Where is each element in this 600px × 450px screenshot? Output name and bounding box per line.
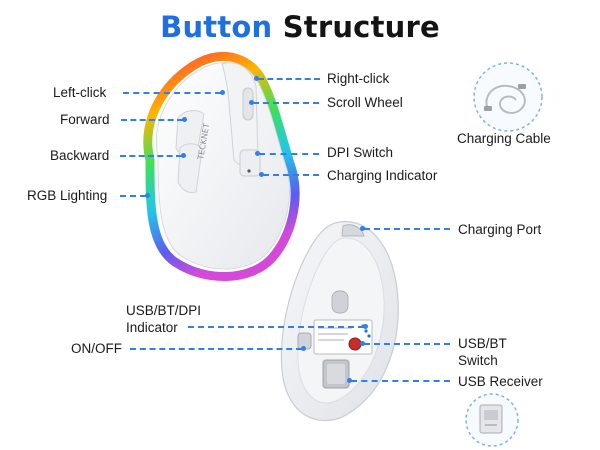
callout-dot-charging-port xyxy=(360,226,365,231)
label-usb-receiver: USB Receiver xyxy=(458,374,543,389)
callout-dot-dpi-switch xyxy=(255,151,260,156)
label-charging-port: Charging Port xyxy=(458,222,542,237)
label-usb-bt-dpi-indicator-line2: Indicator xyxy=(126,320,178,335)
label-rgb-lighting: RGB Lighting xyxy=(27,188,108,203)
callout-line-charging-indicator xyxy=(263,174,319,176)
mouse-side-view: TECKNET xyxy=(143,51,300,281)
label-forward: Forward xyxy=(60,112,110,127)
callout-line-backward xyxy=(120,155,182,157)
page-title: Button Structure xyxy=(0,10,600,44)
title-accent: Button xyxy=(160,10,273,44)
callout-line-usb-bt-dpi-indicator xyxy=(188,326,364,328)
label-charging-indicator: Charging Indicator xyxy=(327,168,438,183)
callout-dot-on-off xyxy=(301,346,306,351)
callout-line-on-off xyxy=(130,348,302,350)
title-rest: Structure xyxy=(282,10,440,44)
usb-receiver-illustration xyxy=(465,393,519,447)
callout-dot-usb-bt-dpi-indicator xyxy=(363,324,368,329)
callout-line-charging-port xyxy=(364,228,450,230)
callout-line-usb-bt-switch xyxy=(364,343,450,345)
label-on-off: ON/OFF xyxy=(71,341,122,356)
callout-dot-rgb-lighting xyxy=(145,193,150,198)
callout-dot-usb-bt-switch xyxy=(360,341,365,346)
label-dpi-switch: DPI Switch xyxy=(327,145,394,160)
label-backward: Backward xyxy=(50,148,110,163)
callout-line-left-click xyxy=(123,92,221,94)
mouse-bottom-view xyxy=(280,221,399,422)
callout-line-forward xyxy=(121,119,183,121)
label-right-click: Right-click xyxy=(327,71,390,86)
callout-line-dpi-switch xyxy=(259,153,319,155)
callout-dot-scroll-wheel xyxy=(249,100,254,105)
label-left-click: Left-click xyxy=(53,85,107,100)
label-scroll-wheel: Scroll Wheel xyxy=(327,95,403,110)
label-usb-bt-switch-line1: USB/BT xyxy=(458,336,507,351)
callout-dot-usb-receiver xyxy=(347,378,352,383)
callout-line-usb-receiver xyxy=(351,380,450,382)
callout-line-right-click xyxy=(258,78,320,80)
callout-dot-left-click xyxy=(220,90,225,95)
callout-line-rgb-lighting xyxy=(120,195,146,197)
label-usb-bt-dpi-indicator-line1: USB/BT/DPI xyxy=(126,303,202,318)
callout-dot-backward xyxy=(181,153,186,158)
callout-line-scroll-wheel xyxy=(253,102,319,104)
charging-cable-illustration xyxy=(473,62,543,132)
label-usb-bt-switch-line2: Switch xyxy=(458,353,498,368)
callout-dot-forward xyxy=(182,117,187,122)
callout-dot-charging-indicator xyxy=(259,172,264,177)
callout-dot-right-click xyxy=(254,76,259,81)
label-charging-cable: Charging Cable xyxy=(457,131,551,146)
